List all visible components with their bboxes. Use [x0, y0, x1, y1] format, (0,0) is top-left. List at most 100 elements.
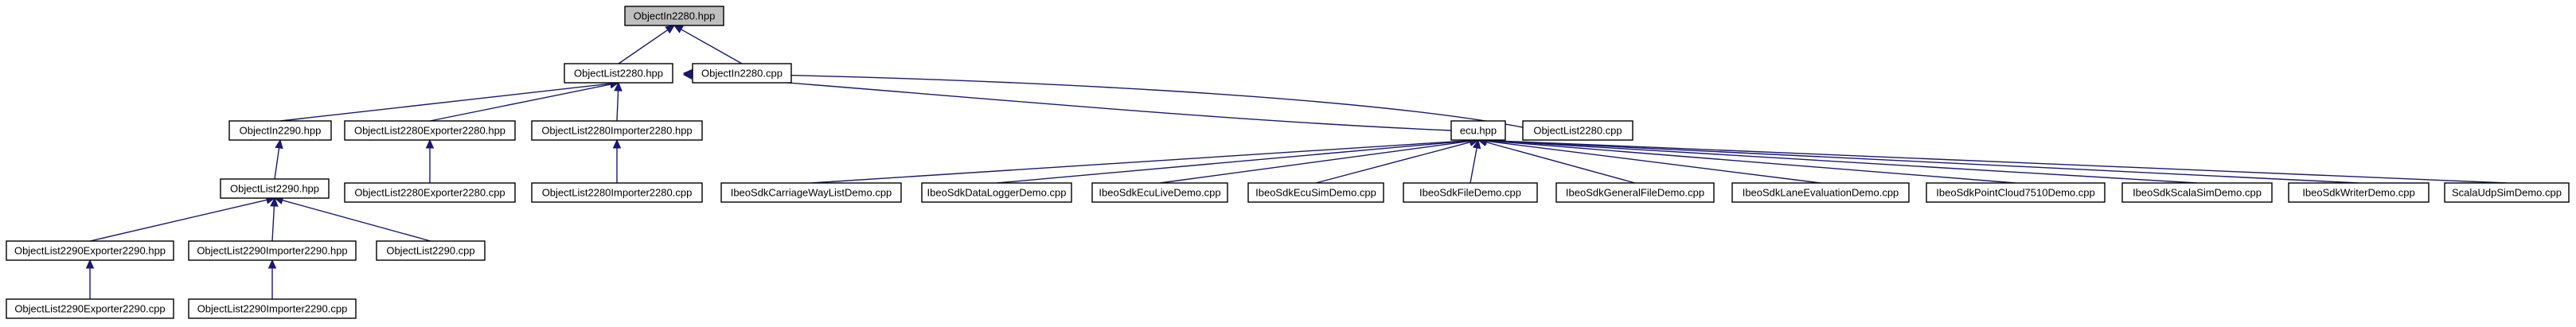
- node-box: [1091, 182, 1228, 203]
- node-box: [1450, 120, 1506, 141]
- edge-arrowhead: [673, 25, 684, 33]
- node-demo-scalaudp[interactable]: ScalaUdpSimDemo.cpp: [2444, 182, 2570, 203]
- edge-n_exporter2280_cpp-to-n_exporter2280_hpp: [425, 138, 435, 183]
- edge-line: [279, 83, 612, 122]
- edge-line: [1485, 141, 1636, 184]
- node-label: ObjectList2280.hpp: [574, 68, 663, 80]
- edge-n_demo_scalasim-to-n_ecu_hpp: [1477, 136, 2198, 184]
- node-demo-writer[interactable]: IbeoSdkWriterDemo.cpp: [2288, 182, 2430, 203]
- edge-line: [1485, 139, 2359, 184]
- edge-line: [1485, 140, 1821, 184]
- edge-n_importer2290_cpp-to-n_importer2290_hpp: [267, 259, 277, 299]
- edge-line: [429, 84, 612, 122]
- node-ecu-hpp[interactable]: ecu.hpp: [1450, 120, 1506, 141]
- node-exporter2290-hpp[interactable]: ObjectList2290Exporter2290.hpp: [6, 240, 174, 261]
- edge-line: [271, 204, 275, 242]
- edge-line: [683, 74, 1452, 131]
- node-box: [2288, 182, 2430, 203]
- edge-line: [1469, 146, 1478, 184]
- edge-n_objectin2280_cpp-to-n_objectin2280_hpp: [673, 25, 743, 64]
- node-box: [624, 6, 724, 26]
- edge-n_exporter2290_hpp-to-n_objectlist2290_hpp: [89, 196, 276, 242]
- edge-line: [618, 29, 669, 64]
- node-demo-eculive[interactable]: IbeoSdkEcuLiveDemo.cpp: [1091, 182, 1228, 203]
- edge-line: [1315, 141, 1472, 184]
- node-demo-datalogger[interactable]: IbeoSdkDataLoggerDemo.cpp: [921, 182, 1072, 203]
- edge-line: [616, 89, 619, 122]
- node-label: IbeoSdkScalaSimDemo.cpp: [2133, 187, 2262, 199]
- node-label: ObjectList2290Importer2290.hpp: [197, 245, 347, 257]
- node-objectin2280-cpp[interactable]: ObjectIn2280.cpp: [692, 63, 792, 84]
- node-box: [6, 240, 174, 261]
- node-label: ObjectList2290Importer2290.cpp: [197, 303, 348, 315]
- edge-n_ecu_hpp-to-n_objectlist2280_hpp: [682, 71, 1452, 131]
- edge-n_objectin2290_hpp-to-n_objectlist2280_hpp: [279, 79, 620, 122]
- edge-n_demo_datalogger-to-n_ecu_hpp: [996, 136, 1480, 184]
- node-label: ObjectIn2280.hpp: [634, 10, 716, 22]
- node-box: [1403, 182, 1538, 203]
- node-label: IbeoSdkWriterDemo.cpp: [2302, 187, 2414, 199]
- node-demo-pointcloud[interactable]: IbeoSdkPointCloud7510Demo.cpp: [1926, 182, 2106, 203]
- node-demo-ecusim[interactable]: IbeoSdkEcuSimDemo.cpp: [1247, 182, 1384, 203]
- node-box: [1555, 182, 1715, 203]
- edge-line: [680, 28, 743, 64]
- node-importer2280-hpp[interactable]: ObjectList2280Importer2280.hpp: [531, 120, 703, 141]
- node-box: [1522, 120, 1633, 141]
- node-box: [188, 298, 357, 319]
- node-objectin2290-hpp[interactable]: ObjectIn2290.hpp: [228, 120, 332, 141]
- node-box: [220, 178, 330, 199]
- node-objectlist2280-hpp[interactable]: ObjectList2280.hpp: [564, 63, 673, 84]
- node-box: [1731, 182, 1910, 203]
- edge-line: [89, 199, 268, 242]
- edge-n_importer2280_cpp-to-n_importer2280_hpp: [612, 138, 622, 183]
- node-box: [564, 63, 673, 84]
- node-objectlist2290-cpp[interactable]: ObjectList2290.cpp: [376, 240, 486, 261]
- edge-line: [810, 139, 1472, 184]
- edge-line: [1485, 140, 2016, 184]
- node-label: ObjectList2290.cpp: [386, 245, 474, 257]
- node-exporter2280-cpp[interactable]: ObjectList2280Exporter2280.cpp: [344, 182, 516, 203]
- node-demo-laneeval[interactable]: IbeoSdkLaneEvaluationDemo.cpp: [1731, 182, 1910, 203]
- edge-line: [1485, 139, 2508, 184]
- edge-arrowhead: [85, 259, 95, 269]
- edges-layer: [85, 25, 2508, 299]
- node-demo-scalasim[interactable]: IbeoSdkScalaSimDemo.cpp: [2121, 182, 2273, 203]
- node-exporter2280-hpp[interactable]: ObjectList2280Exporter2280.hpp: [344, 120, 516, 141]
- edge-arrowhead: [682, 68, 693, 78]
- node-importer2280-cpp[interactable]: ObjectList2280Importer2280.cpp: [531, 182, 703, 203]
- node-objectin2280-hpp[interactable]: ObjectIn2280.hpp: [624, 6, 724, 26]
- edge-arrowhead: [270, 197, 279, 207]
- node-label: ObjectIn2280.cpp: [701, 68, 783, 80]
- edge-n_demo_carriageway-to-n_ecu_hpp: [810, 136, 1480, 184]
- node-box: [376, 240, 486, 261]
- edge-n_importer2280_hpp-to-n_objectlist2280_hpp: [614, 81, 623, 122]
- node-demo-carriageway[interactable]: IbeoSdkCarriageWayListDemo.cpp: [720, 182, 902, 203]
- node-box: [228, 120, 332, 141]
- node-label: ObjectIn2290.hpp: [240, 125, 322, 137]
- node-objectlist2280-cpp[interactable]: ObjectList2280.cpp: [1522, 120, 1633, 141]
- edge-arrowhead: [1472, 138, 1481, 150]
- edge-arrowhead: [275, 138, 283, 150]
- edge-line: [996, 140, 1472, 184]
- edge-line: [1159, 140, 1472, 184]
- edge-line: [281, 199, 431, 242]
- edge-n_objectlist2290_cpp-to-n_objectlist2290_hpp: [273, 196, 431, 242]
- node-objectlist2290-hpp[interactable]: ObjectList2290.hpp: [220, 178, 330, 199]
- node-exporter2290-cpp[interactable]: ObjectList2290Exporter2290.cpp: [6, 298, 174, 319]
- node-box: [6, 298, 174, 319]
- edge-arrowhead: [612, 138, 622, 149]
- node-label: ObjectList2280.cpp: [1533, 125, 1622, 137]
- edge-line: [683, 72, 1524, 128]
- edge-n_importer2290_hpp-to-n_objectlist2290_hpp: [270, 197, 279, 242]
- node-label: ObjectList2280Exporter2280.hpp: [354, 125, 505, 137]
- node-demo-file[interactable]: IbeoSdkFileDemo.cpp: [1403, 182, 1538, 203]
- node-label: ObjectList2280Importer2280.cpp: [542, 187, 693, 199]
- edge-n_demo_file-to-n_ecu_hpp: [1469, 138, 1481, 184]
- node-box: [531, 120, 703, 141]
- node-importer2290-hpp[interactable]: ObjectList2290Importer2290.hpp: [188, 240, 357, 261]
- node-importer2290-cpp[interactable]: ObjectList2290Importer2290.cpp: [188, 298, 357, 319]
- edge-arrowhead: [614, 81, 623, 91]
- node-box: [344, 182, 516, 203]
- node-demo-generalfile[interactable]: IbeoSdkGeneralFileDemo.cpp: [1555, 182, 1715, 203]
